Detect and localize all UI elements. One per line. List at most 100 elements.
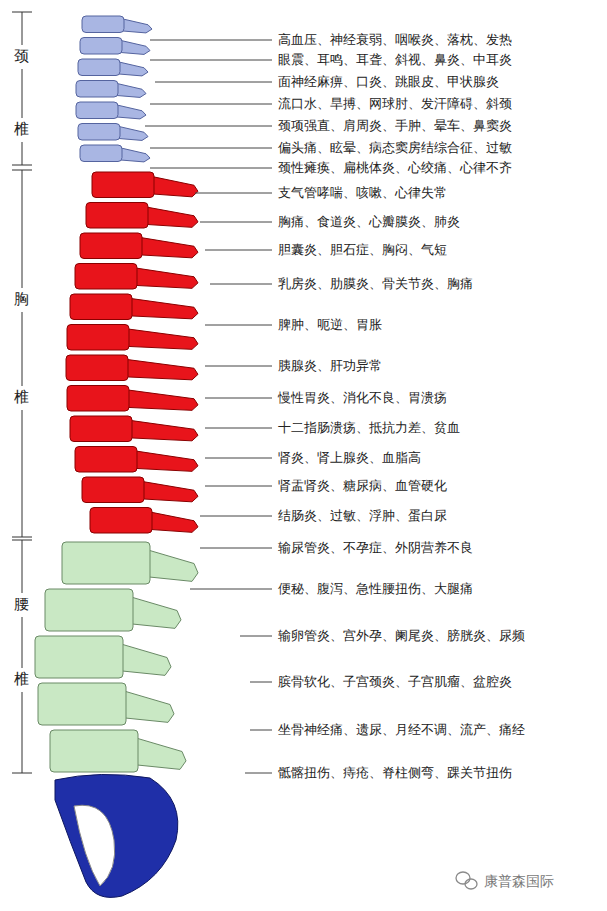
spinous-process [116,126,148,141]
spinous-process [119,643,171,675]
vertebral-body [80,233,142,259]
bracket-tick [12,12,32,13]
spinous-process [118,40,150,55]
vertebrae [35,16,198,772]
bracket-line [22,170,23,288]
bracket-line [22,540,23,593]
leader-line [205,250,272,251]
symptom-list: 胰腺炎、肝功异常 [278,357,382,375]
bracket-line [22,410,23,537]
vertebral-body [67,386,129,412]
thoracic-vertebra [82,477,198,503]
leader-line [150,168,272,169]
spinous-process [138,237,198,258]
symptom-list: 面神经麻痹、口炎、跳眼皮、甲状腺炎 [278,73,499,91]
spinous-process [120,18,152,33]
leader-lines [145,40,272,773]
symptom-list: 乳房炎、肋膜炎、骨关节炎、胸痛 [278,275,473,293]
spinous-process [114,104,146,119]
symptom-list: 骶髂扭伤、痔疮、脊柱侧弯、踝关节扭伤 [278,764,512,782]
bracket-line [22,617,23,668]
symptom-list: 支气管哮喘、咳嗽、心律失常 [278,184,447,202]
leader-line [200,516,272,517]
lumbar-vertebra [62,542,198,584]
leader-line [250,682,272,683]
leader-line [240,636,272,637]
spinous-process [148,512,198,533]
spinous-process [128,420,198,441]
vertebral-body [80,145,122,162]
region-label: 颈 [14,48,29,65]
wechat-icon [456,872,477,889]
symptom-list: 胸痛、食道炎、心瓣膜炎、肺炎 [278,213,460,231]
thoracic-vertebra [67,386,198,412]
symptom-list: 膑骨软化、子宫颈炎、子宫肌瘤、盆腔炎 [278,673,512,691]
thoracic-vertebra [66,355,198,381]
symptom-list: 流口水、旱搏、网球肘、发汗障碍、斜颈 [278,95,512,113]
symptom-list: 脾肿、呃逆、胃胀 [278,316,382,334]
vertebral-body [90,508,152,534]
bracket-line [22,692,23,773]
vertebral-body [70,416,132,442]
leader-line [155,82,272,83]
bracket-tick [12,540,32,541]
spinous-process [116,61,148,76]
spinous-process [125,390,198,411]
leader-line [200,222,272,223]
spinous-process [114,83,146,98]
lumbar-vertebra [50,730,186,772]
region-label: 胸 [14,291,29,308]
thoracic-vertebra [75,447,198,473]
leader-line [210,284,272,285]
thoracic-vertebra [92,172,198,198]
symptom-list: 颈项强直、肩周炎、手肿、晕车、鼻窦炎 [278,117,512,135]
leader-line [150,60,272,61]
bracket-line [22,69,23,118]
thoracic-vertebra [70,294,198,320]
leader-line [205,325,272,326]
vertebral-body [76,81,118,98]
cervical-vertebra [78,59,148,76]
spinous-process [133,268,198,289]
lumbar-vertebra [35,636,171,678]
vertebral-body [67,325,129,351]
spinous-process [122,690,174,722]
pelvis-part [74,805,115,886]
symptom-list: 肾炎、肾上腺炎、血脂高 [278,449,421,467]
vertebral-body [86,203,148,229]
vertebral-body [35,636,123,678]
region-label: 椎 [14,389,29,406]
vertebral-body [75,447,137,473]
vertebral-body [50,730,138,772]
spinous-process [128,298,198,319]
cervical-vertebra [82,16,152,33]
spinous-process [150,176,198,197]
symptom-list: 肾盂肾炎、糖尿病、血管硬化 [278,477,447,495]
thoracic-vertebra [90,508,198,534]
spinous-process [140,481,198,502]
symptom-list: 便秘、腹泻、急性腰扭伤、大腿痛 [278,580,473,598]
bracket-tick [12,165,32,166]
leader-line [150,148,272,149]
spinous-process [133,451,198,472]
lumbar-vertebra [38,683,174,725]
vertebral-body [78,124,120,141]
symptom-list: 输卵管炎、宫外孕、阑尾炎、膀胱炎、尿频 [278,627,525,645]
leader-line [190,589,272,590]
bracket-tick [12,773,32,774]
symptom-list: 十二指肠溃疡、抵抗力差、贫血 [278,419,460,437]
thoracic-vertebra [75,264,198,290]
region-label: 椎 [14,121,29,138]
vertebral-body [62,542,150,584]
leader-line [205,458,272,459]
vertebral-body [70,294,132,320]
vertebral-body [75,264,137,290]
symptom-list: 眼震、耳鸣、耳聋、斜视、鼻炎、中耳炎 [278,51,512,69]
vertebral-body [82,16,124,33]
thoracic-vertebra [86,203,198,229]
thoracic-vertebra [80,233,198,259]
region-label: 椎 [14,671,29,688]
bracket-line [22,142,23,165]
symptom-list: 慢性胃炎、消化不良、胃溃疡 [278,389,447,407]
